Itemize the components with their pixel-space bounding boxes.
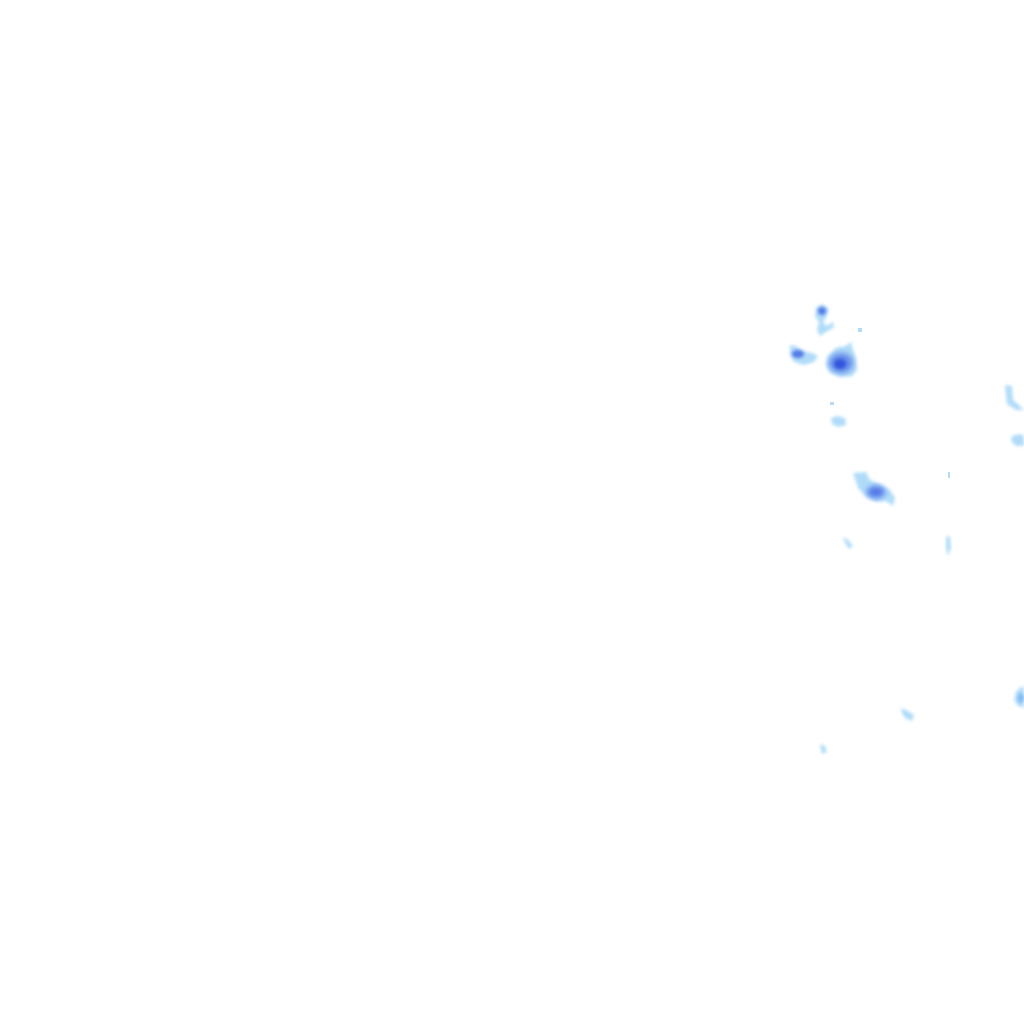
precip-cell <box>853 472 895 506</box>
precip-cell <box>830 402 846 427</box>
precip-cell <box>843 537 853 549</box>
precip-cell <box>901 708 914 721</box>
precip-cell <box>1014 686 1024 708</box>
precip-cell <box>815 304 834 336</box>
precip-cell <box>826 342 857 377</box>
precip-cell <box>790 345 818 365</box>
precip-cell <box>858 328 951 556</box>
precip-cell <box>820 744 827 754</box>
precip-cell <box>1011 434 1024 446</box>
precip-cell <box>1005 385 1024 410</box>
